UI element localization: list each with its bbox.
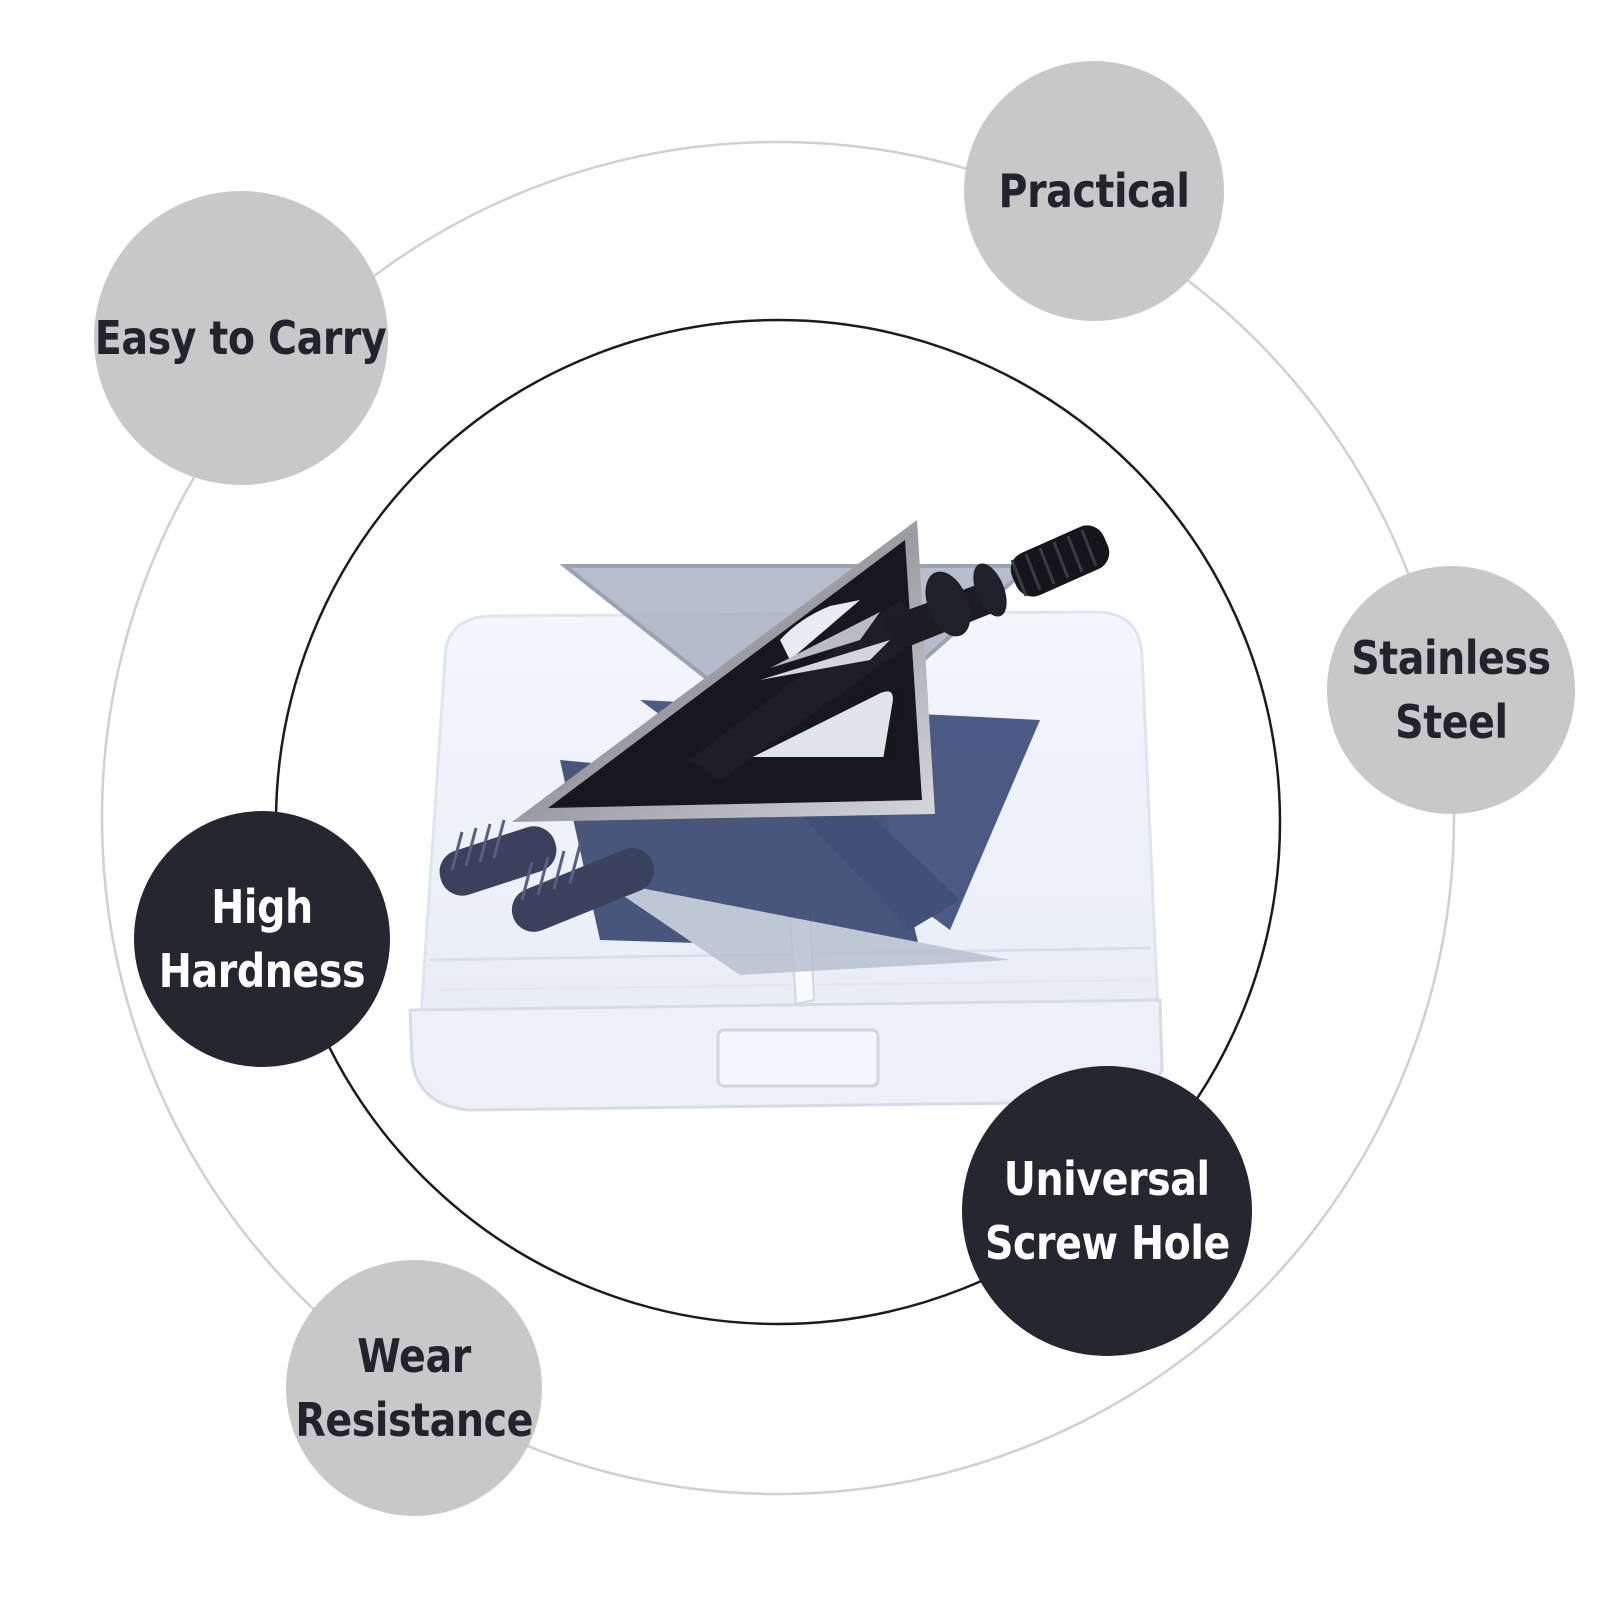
outer-ring bbox=[100, 140, 1456, 1496]
badge-label-line1: High bbox=[211, 880, 313, 934]
badge-stainless-steel: Stainless Steel bbox=[1327, 566, 1575, 814]
badge-label-line2: Steel bbox=[1394, 695, 1508, 749]
badge-wear-resistance: Wear Resistance bbox=[286, 1260, 542, 1516]
front-broadhead bbox=[512, 520, 1110, 822]
badge-label: Easy to Carry bbox=[95, 311, 387, 365]
badge-label-line2: Screw Hole bbox=[984, 1216, 1230, 1270]
badge-label-line1: Universal bbox=[1004, 1152, 1210, 1206]
badge-practical: Practical bbox=[964, 61, 1224, 321]
badge-label-line2: Resistance bbox=[295, 1393, 533, 1447]
badge-label: Practical bbox=[998, 164, 1190, 218]
badge-universal-screw-hole: Universal Screw Hole bbox=[962, 1066, 1252, 1356]
product-image bbox=[408, 520, 1164, 1112]
badge-label-line2: Hardness bbox=[158, 944, 366, 998]
badge-label-line1: Wear bbox=[357, 1329, 471, 1383]
badge-label-line1: Stainless bbox=[1351, 631, 1551, 685]
badge-easy-to-carry: Easy to Carry bbox=[94, 191, 388, 485]
badge-high-hardness: High Hardness bbox=[134, 811, 390, 1067]
